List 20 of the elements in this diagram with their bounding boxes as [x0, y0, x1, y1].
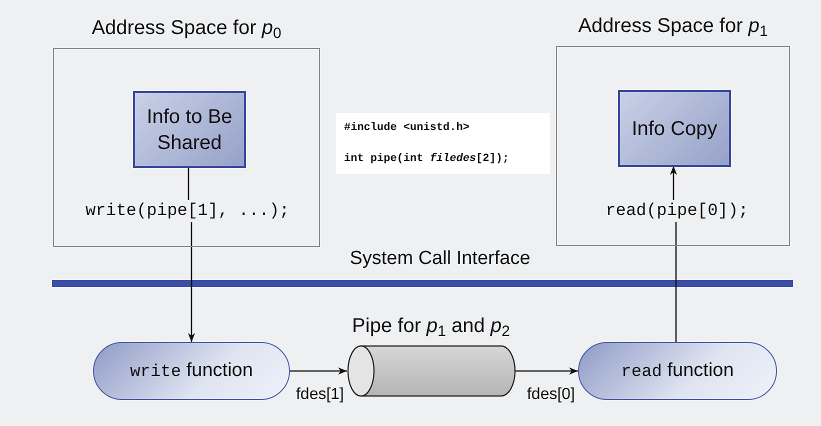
box-heading: Address Space for p$_{0}$ [90, 16, 282, 43]
box-text: Info to Be Shared [146, 104, 234, 156]
code-line: int pipe(int filedes[2]); [344, 152, 510, 166]
code-line: #include <unistd.h> [344, 121, 470, 136]
info-box [133, 91, 246, 168]
connector-line [188, 167, 190, 200]
function-label: read function [621, 358, 734, 384]
info-box [618, 90, 731, 167]
pipe-heading: Pipe for p$_{1}$ and p$_{2}$ [351, 314, 511, 341]
interface-label: System Call Interface [348, 247, 532, 271]
arrow [290, 367, 347, 375]
function-label: write function [130, 358, 253, 384]
code-text: write(pipe[1], ...); [69, 201, 306, 223]
connector-line [675, 222, 677, 342]
arrow [188, 222, 196, 342]
arrow [515, 367, 578, 375]
box-text: Info Copy [632, 116, 718, 142]
code-text: read(pipe[0]); [601, 201, 753, 223]
box-heading: Address Space for p$_{1}$ [577, 14, 769, 41]
arrow [670, 166, 678, 200]
